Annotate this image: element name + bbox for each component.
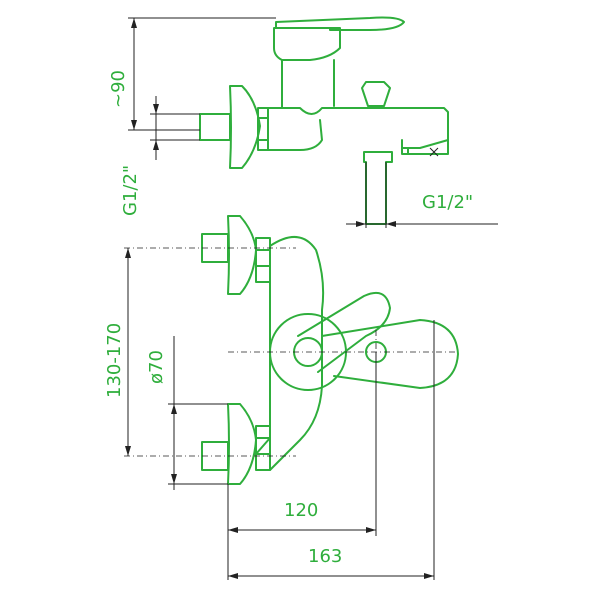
outlet-thread-label: G1/2": [422, 192, 473, 213]
front-union-nut-top: [255, 237, 271, 283]
front-inlet-pipe-top: [201, 233, 229, 263]
side-view: [199, 16, 449, 225]
front-lever-handle: [297, 292, 391, 373]
dimension-rosette-diameter: ø70: [146, 336, 228, 490]
side-outlet-stub: [363, 151, 393, 225]
width-163-label: 163: [308, 546, 342, 567]
side-union-nut: [257, 107, 269, 151]
side-rosette: [229, 85, 261, 169]
height-approx-label: ~90: [108, 70, 129, 108]
side-lever-handle: [275, 16, 405, 31]
side-diverter-knob: [361, 81, 391, 109]
connection-spacing-label: 130-170: [104, 323, 125, 398]
dimension-outlet-thread: G1/2": [346, 162, 498, 228]
width-120-label: 120: [284, 500, 318, 521]
front-spout-body: [321, 319, 459, 389]
front-mixer-body: [269, 236, 325, 471]
rosette-diameter-label: ø70: [146, 350, 167, 384]
front-union-nut-bottom: [255, 425, 271, 471]
dimension-width-120: 120: [227, 352, 377, 580]
side-spout: [401, 139, 449, 155]
front-inlet-pipe-bottom: [201, 441, 229, 471]
dimension-inlet-thread: G1/2": [120, 96, 200, 216]
side-body-column: [281, 59, 335, 109]
dimension-connection-spacing: 130-170: [104, 248, 131, 456]
side-body-lower: [267, 107, 449, 151]
side-inlet-pipe: [199, 113, 231, 141]
front-view: [201, 215, 459, 485]
front-rosette-top: [227, 215, 257, 295]
front-rosette-bottom: [227, 403, 257, 485]
side-outlet-cross: [429, 147, 439, 157]
inlet-thread-label: G1/2": [120, 165, 141, 216]
dimension-height-approx: ~90: [108, 17, 276, 131]
side-cartridge-cap: [273, 27, 341, 61]
dimension-width-163: 163: [228, 320, 435, 580]
